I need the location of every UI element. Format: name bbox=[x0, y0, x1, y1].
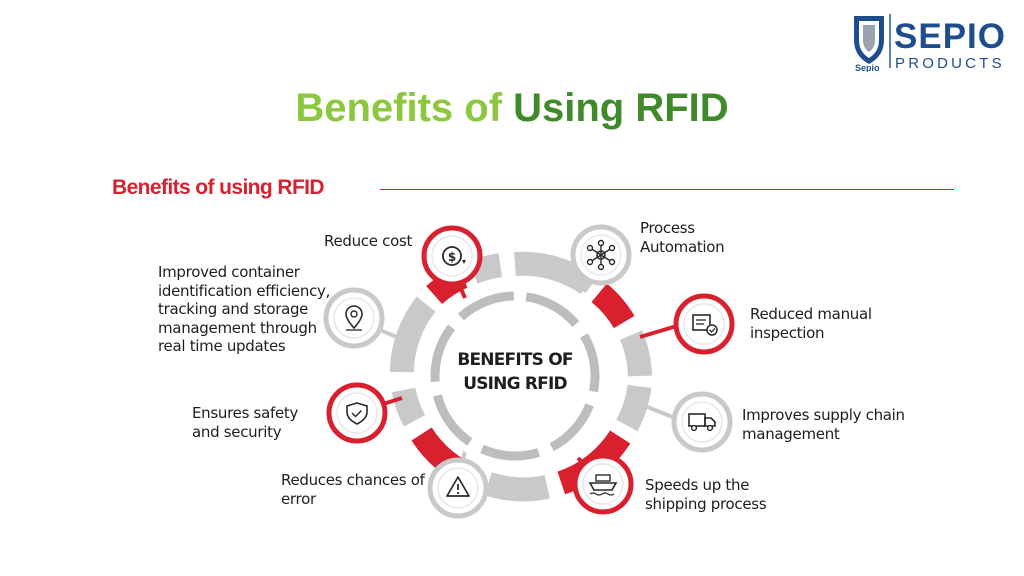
ring-segment-gray bbox=[616, 384, 652, 432]
logo-brand-text: SEPIO bbox=[894, 17, 1006, 56]
slide-title: Benefits of Using RFID bbox=[0, 86, 1024, 131]
heading-divider bbox=[380, 189, 954, 190]
shield-check-icon bbox=[326, 382, 388, 444]
wheel-center-label: BENEFITS OF USING RFID bbox=[440, 348, 590, 396]
dollar-coin-icon: $ bbox=[421, 225, 483, 287]
document-check-icon bbox=[673, 293, 735, 355]
slide-title-part2: Using RFID bbox=[513, 86, 729, 130]
slide-title-part1: Benefits of bbox=[295, 86, 514, 130]
benefit-label-safety-security: Ensures safety and security bbox=[192, 404, 299, 441]
ring-segment-gray bbox=[389, 296, 436, 373]
ring-segment-gray bbox=[391, 387, 426, 427]
ring-segment-gray bbox=[619, 330, 652, 377]
ring-segment-red bbox=[591, 283, 635, 329]
benefit-label-reduced-manual-inspection: Reduced manual inspection bbox=[750, 305, 872, 342]
benefit-label-reduce-cost: Reduce cost bbox=[324, 232, 413, 250]
ring-segment-gray bbox=[514, 251, 595, 295]
warning-triangle-icon bbox=[427, 457, 489, 519]
inner-dashed-ring bbox=[430, 291, 600, 461]
sepio-logo: SEPIO PRODUCTS Sepio bbox=[850, 10, 1015, 73]
benefit-label-shipping: Speeds up the shipping process bbox=[645, 476, 767, 513]
benefit-label-supply-chain: Improves supply chain management bbox=[742, 406, 905, 443]
center-line-2: USING RFID bbox=[463, 374, 567, 394]
location-pin-icon bbox=[323, 287, 385, 349]
ring-segment-gray bbox=[484, 472, 550, 502]
center-line-1: BENEFITS OF bbox=[457, 350, 573, 370]
cargo-ship-icon bbox=[572, 453, 634, 515]
logo-small-mark: Sepio bbox=[855, 63, 880, 72]
network-nodes-icon bbox=[570, 224, 632, 286]
infographic-heading: Benefits of using RFID bbox=[112, 176, 325, 199]
benefit-label-reduce-error: Reduces chances of error bbox=[281, 471, 425, 508]
svg-text:$: $ bbox=[448, 250, 456, 264]
logo-subline-text: PRODUCTS bbox=[895, 55, 1005, 72]
delivery-truck-icon bbox=[671, 391, 733, 453]
shield-logo-icon: SEPIO PRODUCTS Sepio bbox=[854, 14, 1006, 73]
benefit-label-process-automation: Process Automation bbox=[640, 219, 725, 256]
benefit-label-container-identification: Improved container identification effici… bbox=[158, 263, 331, 355]
